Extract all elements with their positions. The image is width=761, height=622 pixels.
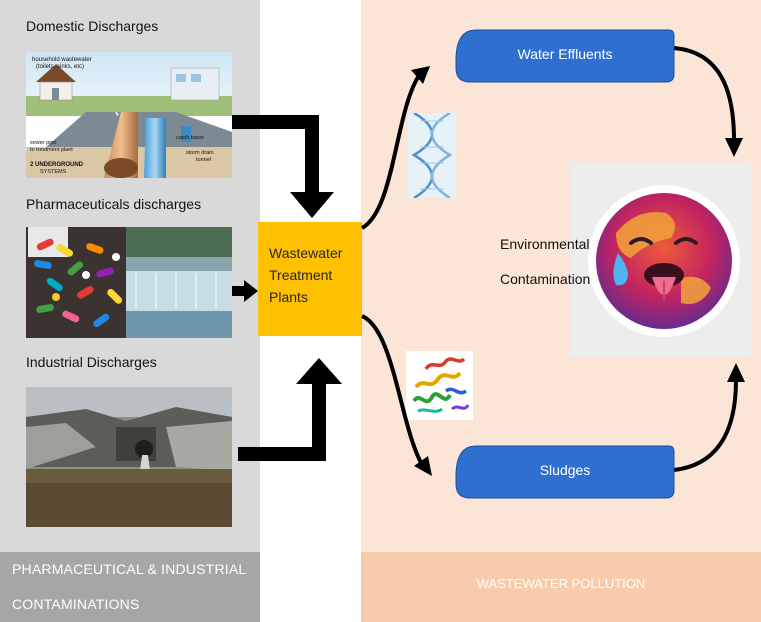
underground-systems-label: 2 UNDERGROUND — [30, 162, 84, 168]
household-wastewater-label: household wastewater — [32, 57, 92, 63]
domestic-title: Domestic Discharges — [26, 18, 159, 34]
right-panel-footer — [361, 552, 761, 622]
household-sub-label: (toilets, sinks, etc) — [36, 64, 84, 70]
env-line-2: Contamination — [500, 271, 591, 287]
systems-sub-label: SYSTEMS — [40, 169, 67, 175]
house-icon — [36, 64, 76, 101]
left-panel-footer — [0, 552, 260, 622]
storm-sub-label: tunnel — [196, 157, 211, 163]
wastewater-treatment-plants-box: Wastewater Treatment Plants — [258, 222, 362, 336]
right-footer-label: WASTEWATER POLLUTION — [476, 576, 646, 591]
pills-icon — [28, 227, 123, 328]
hot-earth-emoji-icon — [588, 185, 740, 337]
storm-drain-label: storm drain — [186, 150, 214, 156]
left-footer-line-1: PHARMACEUTICAL & INDUSTRIAL — [12, 561, 247, 577]
arrow-domestic-to-wtp — [232, 115, 334, 218]
catch-basin-label: catch basin — [176, 135, 204, 141]
pharma-pills-outfall-photo — [26, 227, 232, 338]
arrow-wtp-to-effluents — [360, 66, 430, 230]
arrow-wtp-to-sludges — [361, 314, 432, 476]
sewer-sub-label: to treatment plant — [30, 147, 73, 153]
sludges-label: Sludges — [539, 462, 591, 478]
water-effluents-shape — [455, 29, 675, 83]
water-effluents-label: Water Effluents — [517, 46, 613, 62]
env-line-1: Environmental — [500, 236, 590, 252]
industrial-outfall-photo — [26, 387, 232, 527]
domestic-sewer-illustration: household wastewater (toilets, sinks, et… — [26, 52, 232, 178]
protein-icon — [406, 351, 473, 420]
sewer-pipe-label: sewer pipe — [30, 140, 57, 146]
arrow-sludges-to-env — [673, 363, 745, 472]
arrow-pharma-to-wtp — [232, 280, 258, 302]
dna-icon — [408, 113, 456, 198]
wtp-line-3: Plants — [269, 289, 308, 305]
industrial-title: Industrial Discharges — [26, 354, 157, 370]
wtp-line-1: Wastewater — [269, 245, 343, 261]
wtp-line-2: Treatment — [269, 267, 333, 283]
arrow-industrial-to-wtp — [238, 358, 342, 461]
left-footer-line-2: CONTAMINATIONS — [12, 596, 140, 612]
factory-outfall-icon — [26, 407, 232, 487]
arrow-effluents-to-env — [673, 46, 743, 157]
pharma-title: Pharmaceuticals discharges — [26, 196, 202, 212]
sludges-shape — [455, 445, 675, 499]
